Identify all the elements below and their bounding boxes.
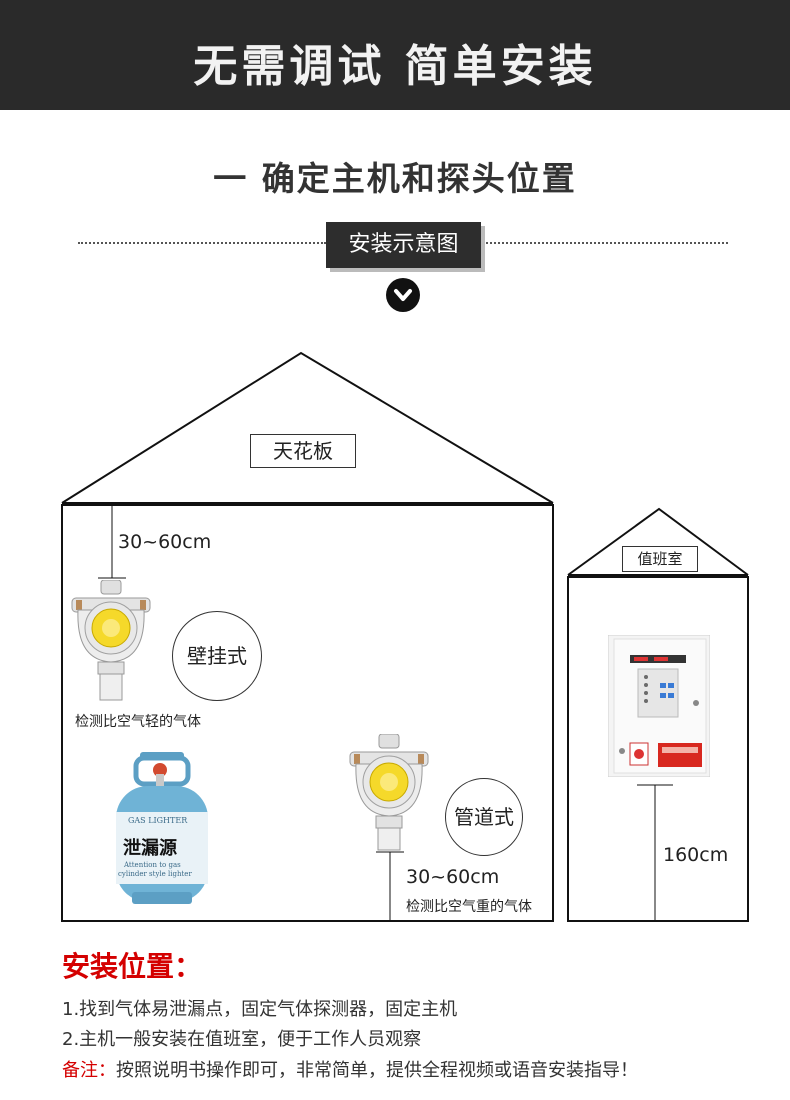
gas-tank-icon xyxy=(116,752,208,904)
pipe-detector-icon xyxy=(349,734,429,851)
host-controller-icon xyxy=(608,635,710,777)
note-label: 备注： xyxy=(62,1060,116,1081)
dotted-divider-right xyxy=(481,242,728,244)
top-banner xyxy=(0,0,790,110)
note-text: 按照说明书操作即可，非常简单，提供全程视频或语音安装指导！ xyxy=(116,1060,638,1081)
host-height-label: 160cm xyxy=(663,844,729,866)
section-title: 一 确定主机和探头位置 xyxy=(213,159,577,198)
tank-text-2: Attention to gas xyxy=(124,861,181,869)
banner-title: 无需调试 简单安装 xyxy=(193,41,597,92)
install-line-2: 2.主机一般安装在值班室，便于工作人员观察 xyxy=(62,1029,422,1050)
wall-detector-icon xyxy=(71,580,151,701)
duty-room-label: 值班室 xyxy=(622,546,698,572)
ceiling-label: 天花板 xyxy=(250,434,356,468)
pipe-note: 检测比空气重的气体 xyxy=(406,899,532,915)
wall-distance-label: 30~60cm xyxy=(118,531,212,553)
tank-text-3: cylinder style lighter xyxy=(118,870,192,878)
leak-source-label: 泄漏源 xyxy=(123,838,177,859)
wall-note: 检测比空气轻的气体 xyxy=(75,714,201,730)
chevron-down-icon xyxy=(386,278,420,312)
pipe-distance-label: 30~60cm xyxy=(406,866,500,888)
install-heading: 安装位置： xyxy=(62,950,203,983)
dotted-divider-left xyxy=(78,242,326,244)
pipe-type-badge: 管道式 xyxy=(445,778,523,856)
install-line-1: 1.找到气体易泄漏点，固定气体探测器，固定主机 xyxy=(62,999,458,1020)
install-note: 备注：按照说明书操作即可，非常简单，提供全程视频或语音安装指导！ xyxy=(62,1056,638,1082)
wall-type-badge: 壁挂式 xyxy=(172,611,262,701)
diagram-label: 安装示意图 xyxy=(326,222,481,268)
tank-text-1: GAS LIGHTER xyxy=(128,816,188,825)
